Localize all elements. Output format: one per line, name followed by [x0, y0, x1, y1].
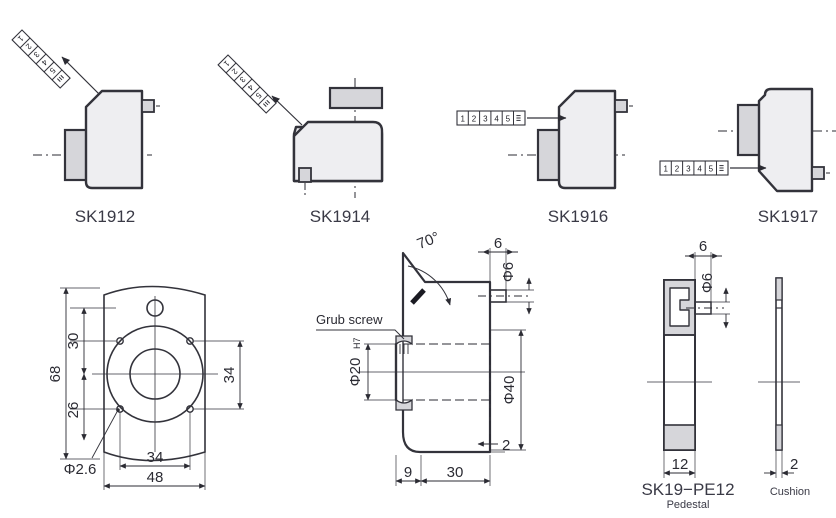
leader-line [271, 95, 303, 126]
ruler-badge: 1 2 3 4 5 [456, 110, 526, 126]
grub-screw-pocket-bottom [395, 398, 413, 411]
dimtext-d6: Φ6 [500, 262, 517, 282]
ruler-cell-1: 1 [663, 164, 668, 173]
ruler-badge: 1 2 3 4 5 [11, 29, 71, 89]
ruler-cell-2: 2 [675, 164, 680, 173]
ruler-cell-5: 5 [253, 91, 263, 101]
top-cap [328, 86, 384, 110]
grub-screw-pocket-top [395, 335, 413, 346]
leader-line-hole [91, 408, 120, 459]
view-subtitle-pedestal: Pedestal [667, 499, 710, 511]
dimtext-bore-fit: H7 [352, 337, 362, 349]
dimtext-6: 6 [494, 235, 502, 252]
dimtext-9: 9 [404, 464, 412, 481]
dimtext-d40: Φ40 [501, 376, 518, 405]
dimtext-bore-group: Φ20 H7 [347, 337, 364, 386]
leader-line [61, 56, 100, 95]
view-title-sk1914: SK1914 [310, 207, 371, 226]
dimtext-12: 12 [672, 456, 689, 473]
ruler-cell-1: 1 [15, 34, 25, 44]
dimtext-34-horizontal: 34 [147, 449, 164, 466]
view-sk1914: 1 2 3 4 5 SK1914 [217, 54, 384, 226]
ruler-cell-4: 4 [494, 114, 499, 123]
dimtext-bore: Φ20 [347, 358, 364, 387]
ruler-cell-2: 2 [23, 42, 33, 52]
cushion-bottom-band [775, 424, 783, 451]
ruler-cell-5: 5 [709, 164, 714, 173]
shoulder-block [536, 128, 562, 182]
ruler-badge: 1 2 3 4 5 [217, 54, 277, 114]
view-title-sk1916: SK1916 [548, 207, 609, 226]
body-outline [557, 89, 617, 190]
pin-block [141, 99, 155, 113]
pedestal-slot [669, 287, 690, 327]
ruler-cell-4: 4 [39, 58, 49, 68]
dimtext-30: 30 [447, 464, 464, 481]
ruler-cell-5: 5 [506, 114, 511, 123]
pedestal-base-band [663, 424, 696, 451]
ruler-cell-2: 2 [472, 114, 477, 123]
cushion-top-band [775, 277, 783, 301]
ruler-badge: 1 2 3 4 5 [659, 160, 729, 176]
view-face-plate: 68 30 26 34 34 48 Φ2.6 [47, 285, 244, 490]
ruler-cell-3: 3 [483, 114, 488, 123]
view-sk1916: 1 2 3 4 5 SK1916 [456, 89, 633, 226]
body-outline [84, 89, 144, 190]
ruler-cell-5: 5 [47, 66, 57, 76]
pin-block [614, 99, 628, 113]
ruler-cell-4: 4 [697, 164, 702, 173]
dimtext-26: 26 [65, 402, 82, 419]
view-section: 70° Grub screw Φ20 H7 Φ40 Φ6 6 2 [316, 229, 534, 486]
view-title-sk1917: SK1917 [758, 207, 819, 226]
leader-line-grub-screw [316, 329, 405, 340]
dimtext-48: 48 [147, 469, 164, 486]
body-outline-2 [292, 120, 384, 183]
mounting-hole-tl [116, 337, 124, 345]
dimtext-6: 6 [699, 238, 707, 255]
ruler-cell-3: 3 [686, 164, 691, 173]
dimtext-d6: Φ6 [699, 273, 716, 293]
shoulder-block [736, 103, 762, 157]
bottom-stud [298, 167, 312, 183]
view-title-cushion: Cushion [770, 486, 810, 498]
body-outline [757, 87, 814, 193]
angle-arc [407, 265, 452, 306]
view-title-sk1912: SK1912 [75, 207, 136, 226]
view-title-pedestal: SK19−PE12 [641, 480, 734, 499]
dimtext-30: 30 [65, 333, 82, 350]
ruler-cell-2: 2 [229, 67, 239, 77]
dimtext-2: 2 [502, 437, 510, 454]
view-sk1912: 1 2 3 4 5 SK1912 [11, 29, 160, 226]
dimtext-68: 68 [47, 366, 64, 383]
view-sk1917: 1 2 3 4 5 SK1917 [659, 87, 836, 226]
shoulder-block [63, 128, 89, 182]
ruler-cell-1: 1 [460, 114, 465, 123]
dimtext-2: 2 [790, 456, 798, 473]
ruler-cell-4: 4 [245, 83, 255, 93]
ruler-cell-1: 1 [221, 59, 231, 69]
dimtext-hole-dia: Φ2.6 [64, 461, 97, 478]
ruler-cell-3: 3 [237, 75, 247, 85]
chamfer-mark [410, 288, 426, 305]
ruler-cell-3: 3 [31, 50, 41, 60]
view-cushion: 2 Cushion [758, 277, 810, 498]
view-pedestal: 6 Φ6 12 SK19−PE12 Pedestal [641, 238, 734, 511]
dimtext-34-vertical: 34 [221, 367, 238, 384]
note-grub-screw: Grub screw [316, 312, 383, 327]
pin-block [811, 166, 825, 180]
